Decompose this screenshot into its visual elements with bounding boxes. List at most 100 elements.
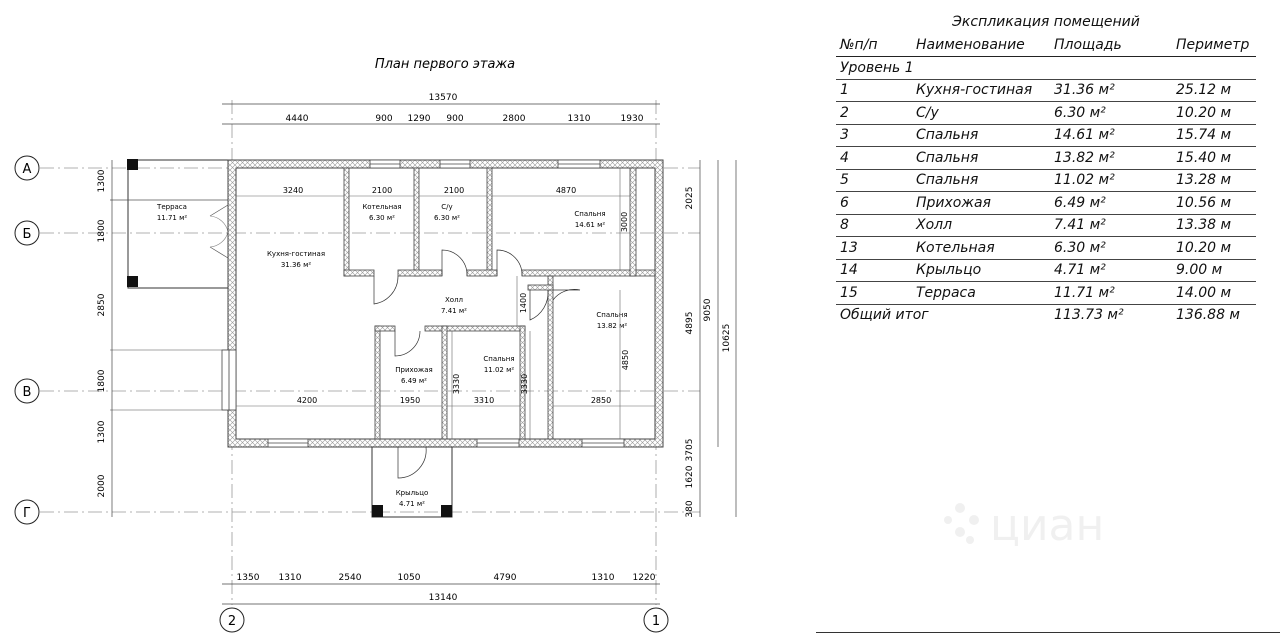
dim-2850-bed: 2850 xyxy=(591,396,611,405)
cell-number: 4 xyxy=(836,146,912,170)
dim-3240: 3240 xyxy=(283,186,303,195)
dim-top-2: 900 xyxy=(375,114,392,124)
axis-label-b: Б xyxy=(23,227,32,242)
plan-title: План первого этажа xyxy=(375,57,515,72)
dim-left-3: 2850 xyxy=(97,293,107,316)
room-name-entry: Прихожая xyxy=(395,366,433,374)
cell-name: Холл xyxy=(912,214,1050,237)
dim-3000: 3000 xyxy=(620,212,629,232)
cell-area: 11.02 м² xyxy=(1050,169,1172,192)
cell-perimeter: 9.00 м xyxy=(1172,259,1256,282)
dim-left-5: 1300 xyxy=(97,420,107,443)
cell-area: 11.71 м² xyxy=(1050,281,1172,305)
room-area-terrace: 11.71 м² xyxy=(157,214,188,222)
room-area-kitchen: 31.36 м² xyxy=(281,261,312,269)
cell-area: 7.41 м² xyxy=(1050,214,1172,237)
axis-marker-g xyxy=(14,499,40,525)
cell-area: 6.30 м² xyxy=(1050,236,1172,260)
cell-number: 8 xyxy=(836,214,912,237)
dim-left-2: 1800 xyxy=(97,219,107,242)
dim-bottom-2: 1310 xyxy=(279,573,302,583)
cell-number: 1 xyxy=(836,79,912,102)
room-area-bed2: 13.82 м² xyxy=(597,322,628,330)
room-area-entry: 6.49 м² xyxy=(401,377,427,385)
cell-name: Крыльцо xyxy=(912,259,1050,282)
room-area-boiler: 6.30 м² xyxy=(369,214,395,222)
cell-area: 31.36 м² xyxy=(1050,79,1172,102)
room-name-bed3: Спальня xyxy=(483,355,514,363)
room-area-wc: 6.30 м² xyxy=(434,214,460,222)
room-name-bed2: Спальня xyxy=(596,311,627,319)
axis-label-g: Г xyxy=(23,506,31,521)
cell-perimeter: 13.38 м xyxy=(1172,214,1256,237)
dim-3330-entry: 3330 xyxy=(452,374,461,394)
room-name-terrace: Терраса xyxy=(156,203,187,211)
cell-perimeter: 13.28 м xyxy=(1172,169,1256,192)
level-label: Уровень 1 xyxy=(836,56,1256,80)
total-perimeter: 136.88 м xyxy=(1176,307,1240,324)
room-area-bed1: 14.61 м² xyxy=(575,221,606,229)
dim-1400: 1400 xyxy=(519,293,528,313)
total-area: 113.73 м² xyxy=(1054,307,1124,324)
cell-number: 2 xyxy=(836,101,912,125)
cell-name: Терраса xyxy=(912,281,1050,305)
dim-4200: 4200 xyxy=(297,396,317,405)
dim-top-7: 1930 xyxy=(621,114,644,124)
dim-right-5: 380 xyxy=(685,500,695,517)
watermark-logo: циан xyxy=(944,500,1104,551)
dim-right-outer: 10625 xyxy=(722,324,732,353)
doors xyxy=(373,249,581,479)
header-number: №п/п xyxy=(836,34,912,57)
dim-top-3: 1290 xyxy=(408,114,431,124)
dim-bottom-6: 1310 xyxy=(592,573,615,583)
room-area-hall: 7.41 м² xyxy=(441,307,467,315)
cell-name: Спальня xyxy=(912,169,1050,192)
cell-name: Спальня xyxy=(912,124,1050,147)
cell-number: 5 xyxy=(836,169,912,192)
dim-1950: 1950 xyxy=(400,396,420,405)
outer-dim-lines xyxy=(111,103,737,605)
outer-dims: 13570 4440 900 1290 900 2800 1310 1930 1… xyxy=(97,93,732,603)
windows xyxy=(221,159,625,448)
dim-3330-bed: 3330 xyxy=(520,374,529,394)
dim-2100-boiler: 2100 xyxy=(372,186,392,195)
cell-area: 14.61 м² xyxy=(1050,124,1172,147)
cell-name: С/у xyxy=(912,101,1050,125)
cell-area: 6.30 м² xyxy=(1050,101,1172,125)
axis-label-a: А xyxy=(23,162,32,177)
dim-right-1: 2025 xyxy=(685,187,695,210)
room-name-wc: С/у xyxy=(441,203,452,211)
dim-right-mid: 9050 xyxy=(703,298,713,321)
watermark-text: циан xyxy=(990,500,1104,551)
room-area-porch: 4.71 м² xyxy=(399,500,425,508)
cell-area: 6.49 м² xyxy=(1050,191,1172,215)
dim-right-3: 3705 xyxy=(685,439,695,462)
dim-right-4: 1620 xyxy=(685,465,695,488)
room-name-kitchen: Кухня-гостиная xyxy=(267,250,325,258)
dim-bottom-5: 4790 xyxy=(494,573,517,583)
dim-3310: 3310 xyxy=(474,396,494,405)
frame-line xyxy=(816,632,1280,633)
dim-left-6: 2000 xyxy=(97,474,107,497)
axis-markers: А Б В Г 2 1 xyxy=(14,155,669,633)
total-row: Общий итог 113.73 м² 136.88 м xyxy=(836,304,1256,326)
cell-name: Прихожая xyxy=(912,191,1050,215)
level-row: Уровень 1 xyxy=(836,56,1256,80)
cell-number: 3 xyxy=(836,124,912,147)
room-name-boiler: Котельная xyxy=(362,203,401,211)
dim-4850: 4850 xyxy=(621,350,630,370)
room-name-porch: Крыльцо xyxy=(396,489,429,497)
floor-plan: План первого этажа А Б В Г 2 1 xyxy=(14,57,737,633)
axis-marker-b xyxy=(14,220,40,246)
cell-perimeter: 14.00 м xyxy=(1172,281,1256,305)
axis-label-2: 2 xyxy=(228,614,236,629)
cell-perimeter: 15.74 м xyxy=(1172,124,1256,147)
cell-perimeter: 10.56 м xyxy=(1172,191,1256,215)
dim-top-overall: 13570 xyxy=(429,93,458,103)
cell-number: 15 xyxy=(836,281,912,305)
